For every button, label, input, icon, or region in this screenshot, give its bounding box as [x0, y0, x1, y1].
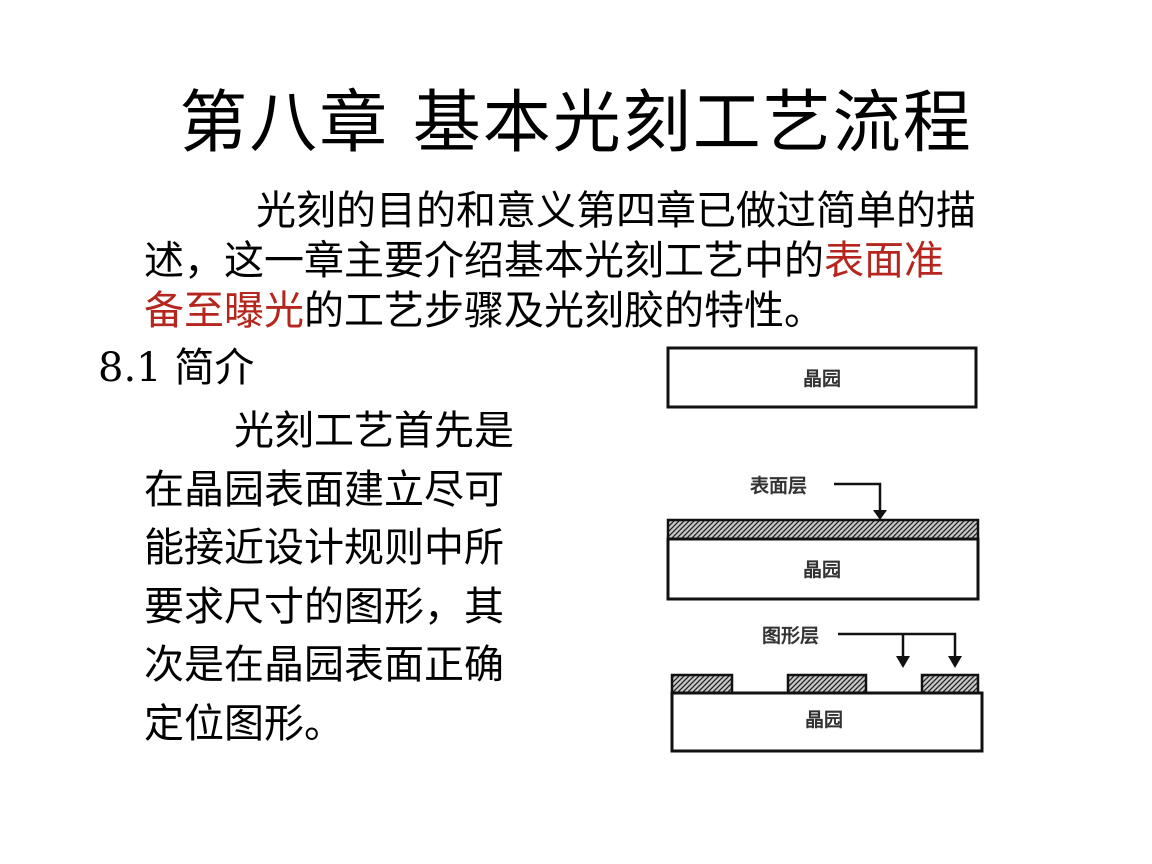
body-line: 光刻工艺首先是: [234, 408, 514, 454]
body-line: 能接近设计规则中所: [144, 525, 504, 571]
intro-line-2: 述，这一章主要介绍基本光刻工艺中的表面准: [144, 236, 1064, 286]
surface-layer-arrow: [834, 482, 882, 516]
arrow-head-icon: [896, 656, 910, 668]
arrow-head-icon: [948, 656, 962, 668]
pattern-block: [786, 673, 868, 695]
intro-highlight-2: 备至曝光: [144, 288, 304, 334]
section-heading: 8.1 简介: [98, 345, 255, 391]
intro-line-3-text: 的工艺步骤及光刻胶的特性。: [304, 288, 824, 334]
intro-line-3: 备至曝光的工艺步骤及光刻胶的特性。: [144, 286, 1064, 336]
body-line: 要求尺寸的图形，其: [144, 583, 504, 630]
process-diagram-svg: 晶园 表面层 晶园 图形层 晶园: [666, 346, 984, 753]
intro-paragraph: 光刻的目的和意义第四章已做过简单的描 述，这一章主要介绍基本光刻工艺中的表面准 …: [144, 186, 1064, 336]
intro-highlight-1: 表面准: [824, 238, 944, 284]
wafer-block: [666, 537, 980, 601]
surface-layer-block: [666, 518, 980, 541]
body-line: 在晶园表面建立尽可: [144, 466, 504, 513]
wafer-label: 晶园: [803, 368, 841, 390]
intro-line-1: 光刻的目的和意义第四章已做过简单的描: [256, 188, 976, 234]
slide-title: 第八章 基本光刻工艺流程: [179, 84, 973, 163]
pattern-block: [670, 673, 734, 695]
step-3-pattern-layer: 图形层 晶园: [670, 625, 984, 753]
body-line: 次是在晶园表面正确: [144, 642, 504, 688]
surface-layer-label: 表面层: [750, 474, 807, 497]
wafer-block: [670, 691, 984, 753]
process-diagram: 晶园 表面层 晶园 图形层 晶园: [640, 330, 1000, 770]
body-paragraph: 光刻工艺首先是 在晶园表面建立尽可 能接近设计规则中所 要求尺寸的图形，其 次是…: [144, 402, 564, 753]
wafer-label: 晶园: [803, 559, 841, 581]
intro-line-2-text: 述，这一章主要介绍基本光刻工艺中的: [144, 238, 824, 284]
arrow-head-icon: [873, 510, 887, 520]
pattern-layer-label: 图形层: [762, 625, 819, 647]
step-1-wafer: 晶园: [666, 346, 978, 409]
wafer-label: 晶园: [805, 709, 843, 731]
body-line: 定位图形。: [144, 700, 344, 747]
pattern-layer-arrow-line: [838, 632, 957, 660]
wafer-block: [666, 346, 978, 409]
step-2-surface-layer: 表面层 晶园: [666, 474, 980, 601]
pattern-block: [920, 673, 980, 695]
